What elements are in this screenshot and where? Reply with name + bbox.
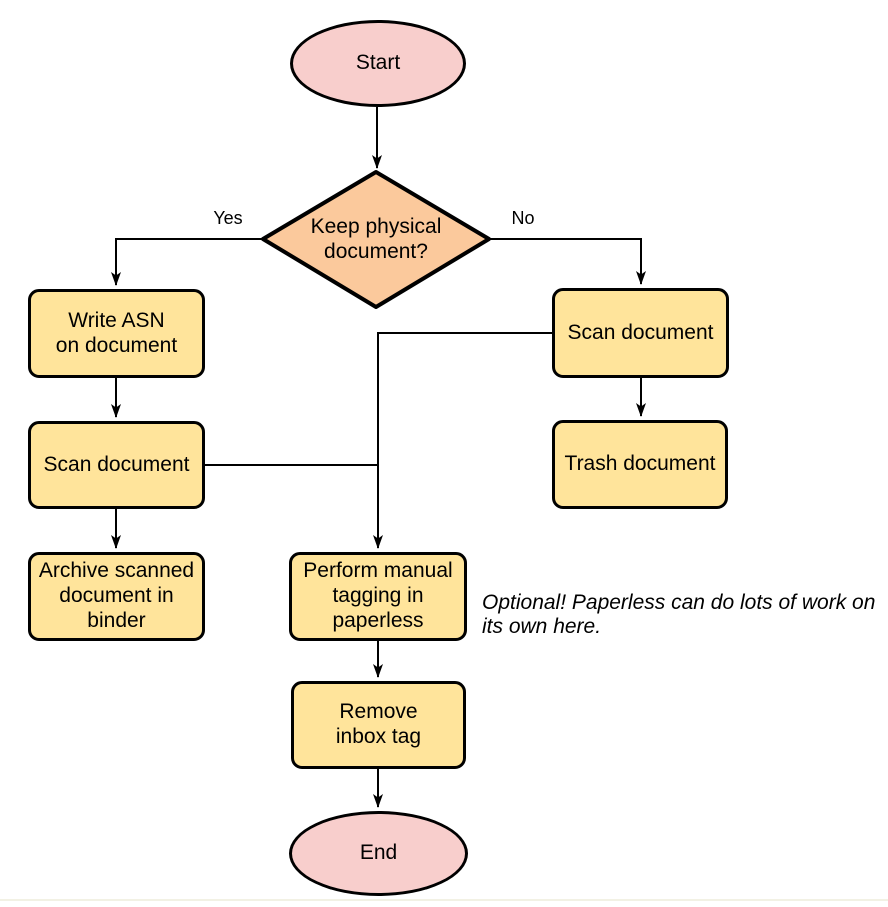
edge-scan-right-tagging [373,332,552,549]
edge-label-yes: Yes [213,208,243,228]
node-scan-left-label: Scan document [43,452,190,476]
node-start-label: Start [355,51,401,74]
node-trash: Trash document [552,420,728,509]
node-decision: Keep physical document? [263,172,489,307]
node-remove-inbox: Remove inbox tag [291,681,466,769]
node-archive-label: Archive scanned document in binder [38,559,195,632]
node-tagging: Perform manual tagging in paperless [289,552,467,641]
node-end: End [289,811,468,896]
node-scan-right-label: Scan document [567,320,714,344]
edge-label-no: No [511,208,535,228]
node-decision-label: Keep physical document? [310,214,442,263]
node-start: Start [290,20,466,107]
node-scan-right: Scan document [552,288,729,378]
node-trash-label: Trash document [564,452,716,475]
node-archive: Archive scanned document in binder [28,552,205,641]
node-scan-left: Scan document [28,421,205,509]
edge-decision-scan-right [488,238,646,285]
bottom-divider [0,899,888,901]
node-tagging-label: Perform manual tagging in paperless [303,559,453,632]
edge-decision-write-asn [111,238,264,286]
node-write-asn-label: Write ASN on document [55,308,178,357]
annotation-optional: Optional! Paperless can do lots of work … [482,591,876,638]
node-remove-inbox-label: Remove inbox tag [335,700,422,748]
node-end-label: End [359,841,398,864]
node-write-asn: Write ASN on document [28,289,205,378]
decision-shape [261,170,491,309]
